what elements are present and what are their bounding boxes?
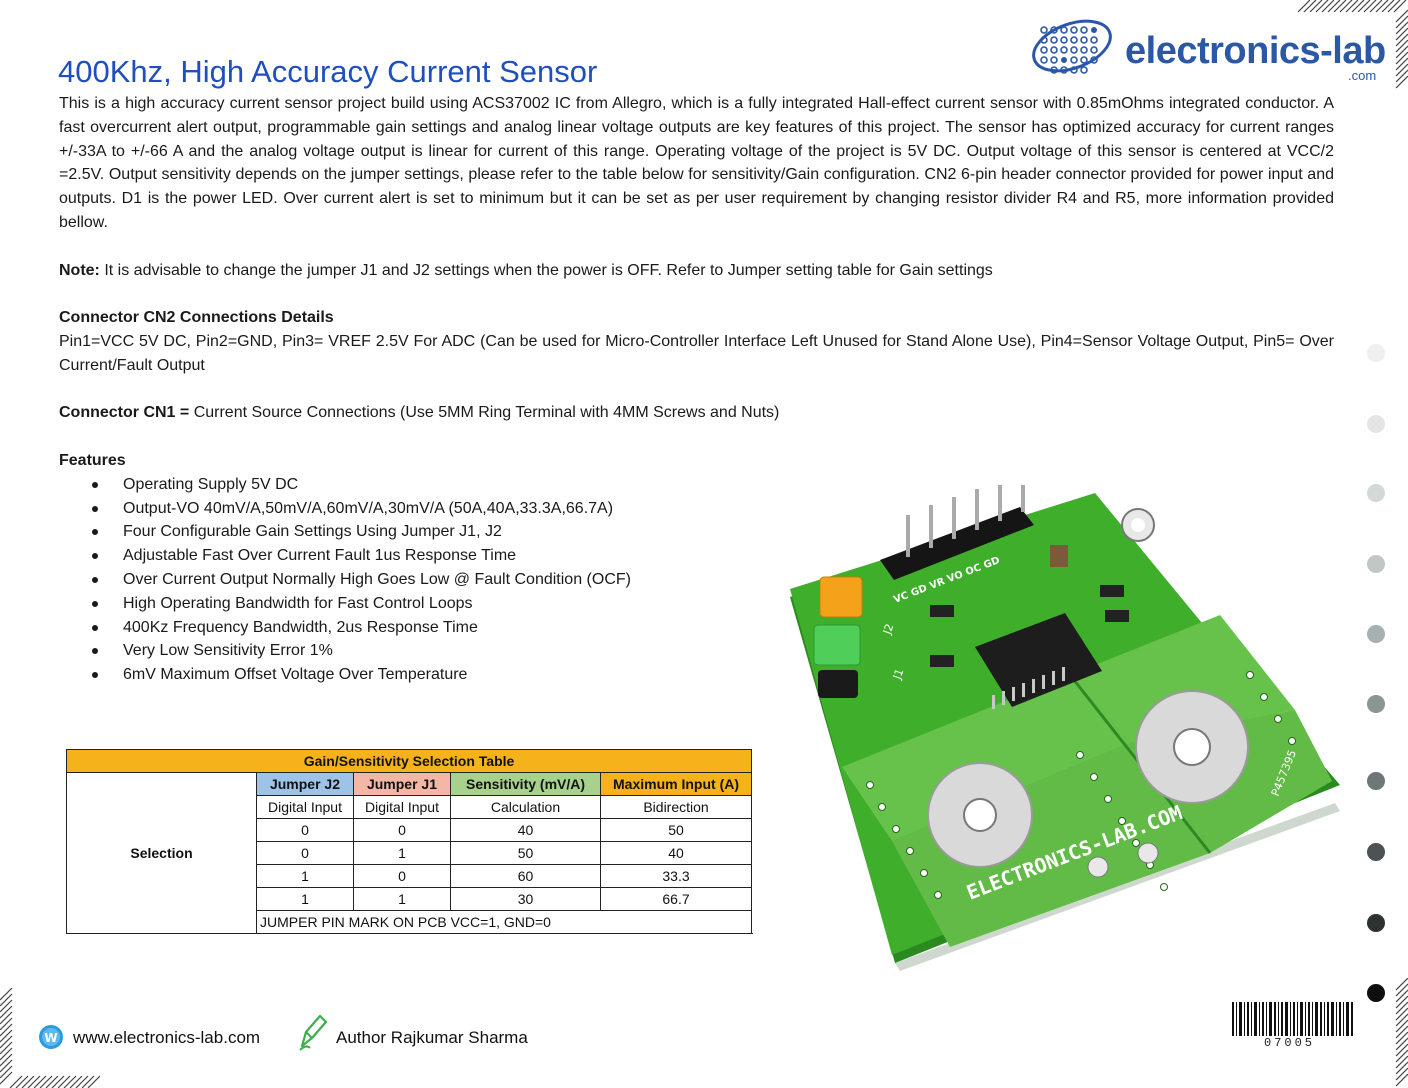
note-label: Note: [59, 261, 100, 279]
corner-hatch-bottom-right [1395, 978, 1408, 1087]
author-name: Author Rajkumar Sharma [336, 1028, 528, 1047]
corner-hatch-top-right [1298, 0, 1408, 89]
gain-sensitivity-table: Gain/Sensitivity Selection Table Selecti… [65, 749, 753, 934]
list-item: Operating Supply 5V DC [59, 473, 1334, 497]
brand-suffix: .com [1348, 68, 1377, 83]
note-text: It is advisable to change the jumper J1 … [99, 261, 993, 279]
header-sensitivity: Sensitivity (mV/A) [450, 772, 601, 796]
document-body: This is a high accuracy current sensor p… [59, 92, 1334, 687]
table-row: 0 0 40 50 [67, 818, 753, 842]
note-paragraph: Note: It is advisable to change the jump… [59, 259, 1334, 283]
pcb-j1-label: J1 [890, 667, 906, 682]
logo-dot-matrix-icon [1032, 19, 1112, 74]
features-list: Operating Supply 5V DC Output-VO 40mV/A,… [59, 473, 1334, 687]
barcode-number: 07005 [1262, 1036, 1318, 1050]
table-footnote: JUMPER PIN MARK ON PCB VCC=1, GND=0 [255, 910, 753, 934]
table-row: Digital Input Digital Input Calculation … [67, 795, 753, 819]
list-item: Output-VO 40mV/A,50mV/A,60mV/A,30mV/A (5… [59, 497, 1334, 521]
cn2-text: Pin1=VCC 5V DC, Pin2=GND, Pin3= VREF 2.5… [59, 332, 1334, 374]
table-title: Gain/Sensitivity Selection Table [65, 749, 753, 773]
intro-paragraph: This is a high accuracy current sensor p… [59, 95, 1334, 231]
cn1-text: Current Source Connections (Use 5MM Ring… [189, 404, 780, 422]
svg-text:W: W [44, 1031, 57, 1045]
list-item: 400Kz Frequency Bandwidth, 2us Response … [59, 616, 1334, 640]
brand-name: electronics-lab [1125, 30, 1386, 72]
list-item: High Operating Bandwidth for Fast Contro… [59, 592, 1334, 616]
cn2-heading: Connector CN2 Connections Details [59, 309, 334, 327]
page-title: 400Khz, High Accuracy Current Sensor [58, 54, 598, 89]
pen-icon [299, 1014, 328, 1051]
header-jumper-j2: Jumper J2 [256, 772, 354, 796]
list-item: Adjustable Fast Over Current Fault 1us R… [59, 544, 1334, 568]
list-item: Very Low Sensitivity Error 1% [59, 639, 1334, 663]
list-item: 6mV Maximum Offset Voltage Over Temperat… [59, 663, 1334, 687]
header-jumper-j1: Jumper J1 [353, 772, 451, 796]
list-item: Over Current Output Normally High Goes L… [59, 568, 1334, 592]
selection-label: Selection [66, 772, 257, 934]
features-heading: Features [59, 451, 126, 469]
corner-hatch-bottom-left [0, 988, 100, 1088]
margin-dots-decoration [1367, 344, 1385, 1002]
cn1-label: Connector CN1 = [59, 404, 190, 422]
pcb-j2-label: J2 [880, 622, 896, 637]
pcb-board-image: ELECTRONICS-LAB.COM P457395 VC GD VR VO … [790, 485, 1340, 971]
cn1-paragraph: Connector CN1 = Current Source Connectio… [59, 401, 1334, 425]
table-row: 1 0 60 33.3 [67, 864, 753, 888]
list-item: Four Configurable Gain Settings Using Ju… [59, 520, 1334, 544]
website-link[interactable]: www.electronics-lab.com [73, 1028, 261, 1047]
footer-author: Author Rajkumar Sharma [296, 1012, 556, 1052]
brand-logo: electronics-lab .com [1030, 8, 1390, 88]
footer-website[interactable]: W www.electronics-lab.com [38, 1022, 298, 1052]
web-globe-icon: W [39, 1025, 63, 1049]
header-max-input: Maximum Input (A) [599, 772, 753, 796]
barcode-icon [1232, 1002, 1353, 1036]
